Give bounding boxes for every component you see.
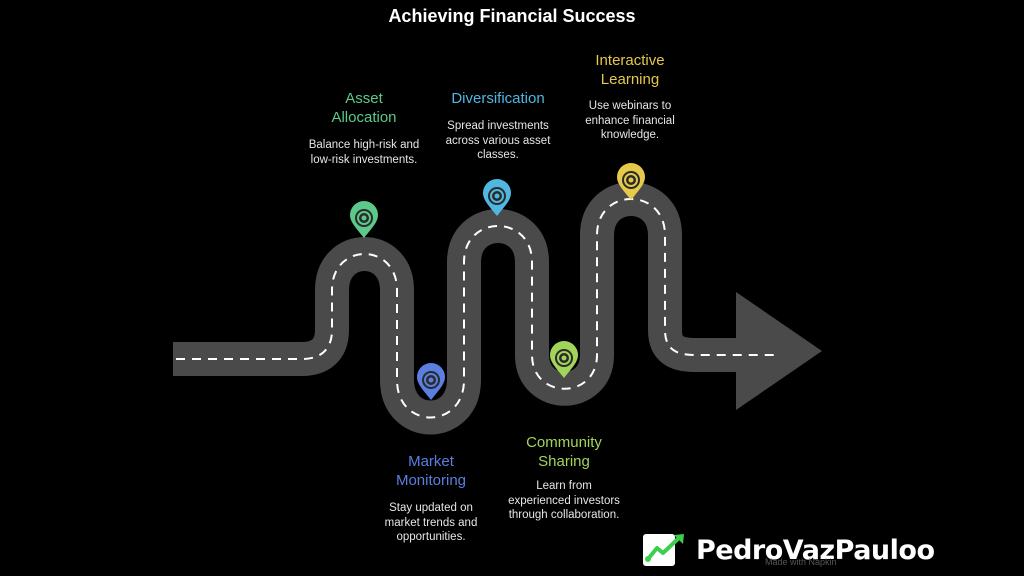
step-heading-diversification: Diversification [451, 90, 545, 107]
map-pin-icon [417, 363, 445, 400]
step-description-diversification: Spread investments across various asset … [445, 120, 551, 161]
brand-watermark: PedroVazPauloo [640, 530, 935, 570]
step-description-market-monitoring: Stay updated on market trends and opport… [384, 502, 478, 543]
chart-arrow-logo-icon [643, 534, 684, 566]
step-heading-community-sharing: Community Sharing [526, 434, 602, 470]
made-with-footer: Made with Napkin [765, 557, 837, 567]
map-pin-icon [350, 201, 378, 238]
map-pin-icon [617, 163, 645, 200]
road-body [173, 182, 740, 435]
map-pin-icon [550, 341, 578, 378]
road-center-line [176, 198, 775, 419]
step-description-community-sharing: Learn from experienced investors through… [508, 480, 620, 521]
step-heading-interactive-learning: Interactive Learning [595, 52, 665, 88]
step-description-interactive-learning: Use webinars to enhance financial knowle… [585, 100, 675, 141]
brand-name: PedroVazPauloo [696, 534, 935, 566]
step-heading-asset-allocation: Asset Allocation [331, 90, 397, 126]
map-pin-icon [483, 179, 511, 216]
step-description-asset-allocation: Balance high-risk and low-risk investmen… [308, 139, 420, 166]
step-heading-market-monitoring: Market Monitoring [395, 453, 467, 489]
diagram-title: Achieving Financial Success [388, 6, 636, 26]
road-arrow-head [736, 292, 822, 410]
